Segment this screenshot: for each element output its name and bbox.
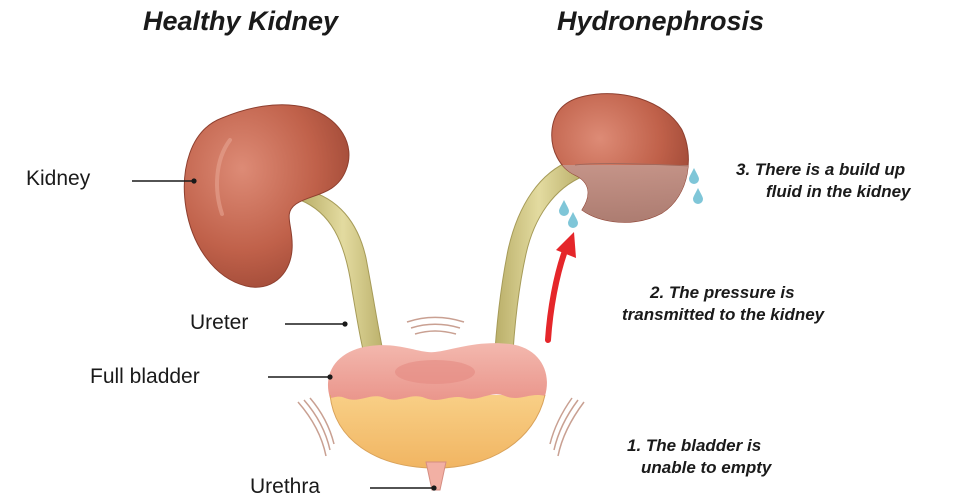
step-1-text: 1. The bladder is unable to empty: [627, 435, 771, 479]
bladder: [328, 343, 547, 468]
label-urethra: Urethra: [250, 475, 320, 499]
urethra: [426, 462, 446, 490]
step-1-line-2: unable to empty: [627, 457, 771, 479]
left-ureter: [300, 190, 386, 368]
bladder-urine: [330, 395, 545, 468]
label-kidney: Kidney: [26, 167, 90, 191]
step-2-line-2: transmitted to the kidney: [622, 304, 824, 326]
fluid-drop-icon: [559, 200, 569, 216]
fluid-drop-icon: [693, 188, 703, 204]
right-ureter: [494, 160, 584, 368]
left-kidney: [184, 105, 349, 288]
step-3-line-2: fluid in the kidney: [736, 181, 911, 203]
fluid-drop-icon: [568, 212, 578, 228]
step-2-text: 2. The pressure is transmitted to the ki…: [622, 282, 824, 326]
fluid-drop-icon: [689, 168, 699, 184]
label-ureter: Ureter: [190, 311, 248, 335]
step-3-line-1: 3. There is a build up: [736, 159, 911, 181]
pressure-arrow-icon: [548, 248, 566, 340]
step-3-text: 3. There is a build up fluid in the kidn…: [736, 159, 911, 203]
step-2-line-1: 2. The pressure is: [622, 282, 824, 304]
step-1-line-1: 1. The bladder is: [627, 435, 771, 457]
label-full-bladder: Full bladder: [90, 365, 200, 389]
